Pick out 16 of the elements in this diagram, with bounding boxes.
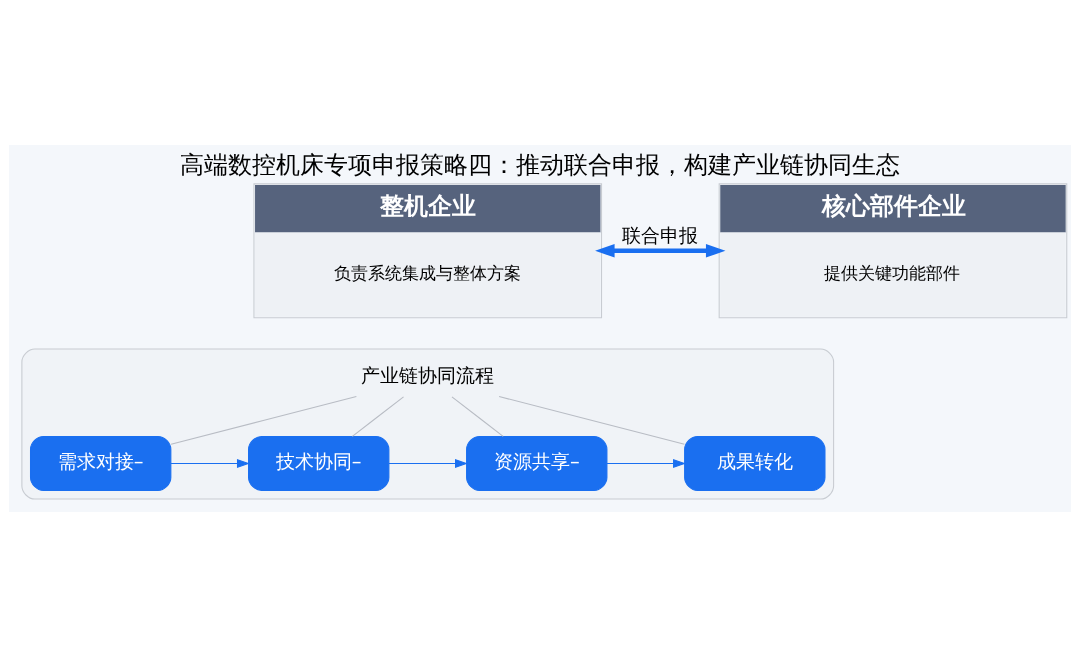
node-text: 产业链协同流程 [361, 363, 495, 387]
node-box: 资源共享– [466, 435, 608, 491]
arrow [595, 243, 726, 258]
connector [170, 395, 357, 445]
node-box: 成果转化 [684, 435, 826, 491]
edge-label: 联合申报 [622, 223, 699, 246]
node-box: 技术协同– [248, 435, 390, 491]
cluster [21, 347, 835, 500]
arrow [388, 458, 468, 468]
diagram-title: 高端数控机床专项申报策略四：推动联合申报，构建产业链协同生态 [180, 150, 900, 179]
node-box: 需求对接– [30, 435, 172, 491]
connector [451, 395, 504, 437]
arrow [606, 458, 686, 468]
connector [351, 395, 405, 437]
connector [498, 395, 685, 445]
arrow [170, 458, 250, 468]
